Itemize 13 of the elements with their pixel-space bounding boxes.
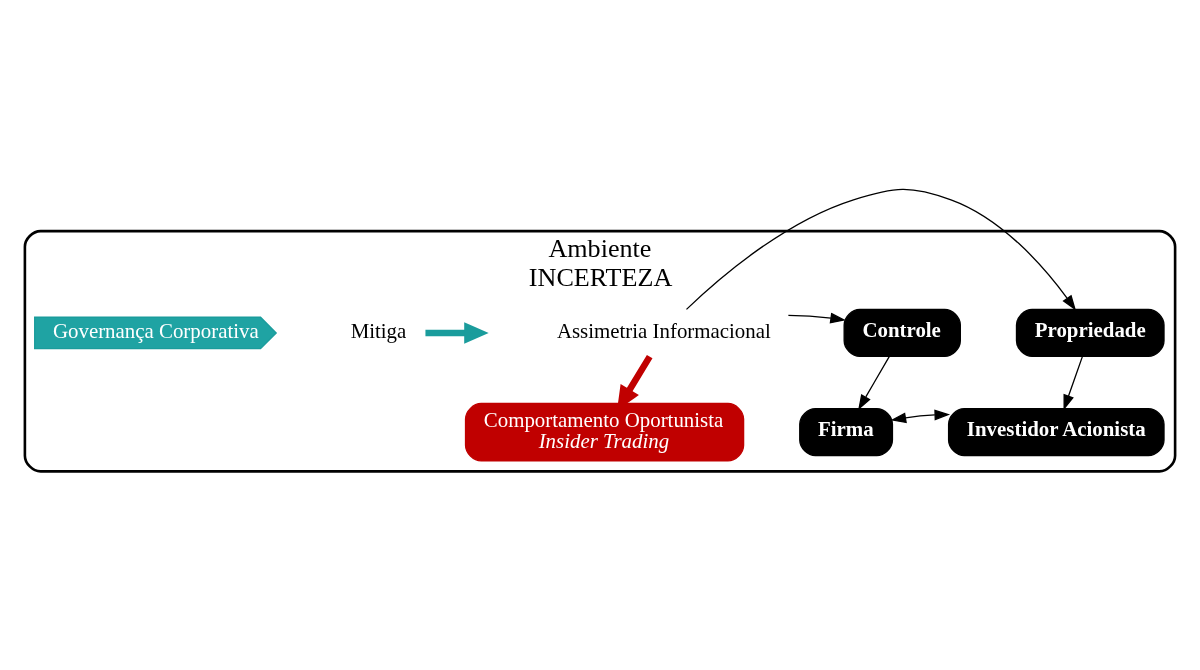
arrow	[858, 355, 890, 410]
node-box: Propriedade	[1015, 308, 1165, 357]
node-box: Investidor Acionista	[947, 407, 1165, 456]
arrow	[787, 312, 846, 324]
node-text: Assimetria Informacional	[556, 318, 771, 343]
arrow	[425, 321, 489, 344]
arrow	[890, 409, 951, 423]
arrow	[1063, 355, 1084, 410]
arrow	[685, 188, 1077, 311]
node-box: Firma	[799, 407, 894, 456]
node-box: Comportamento Oportunista Insider Trading	[464, 402, 745, 462]
node-box: Controle	[843, 308, 961, 357]
node-text: Mitiga	[350, 318, 407, 343]
